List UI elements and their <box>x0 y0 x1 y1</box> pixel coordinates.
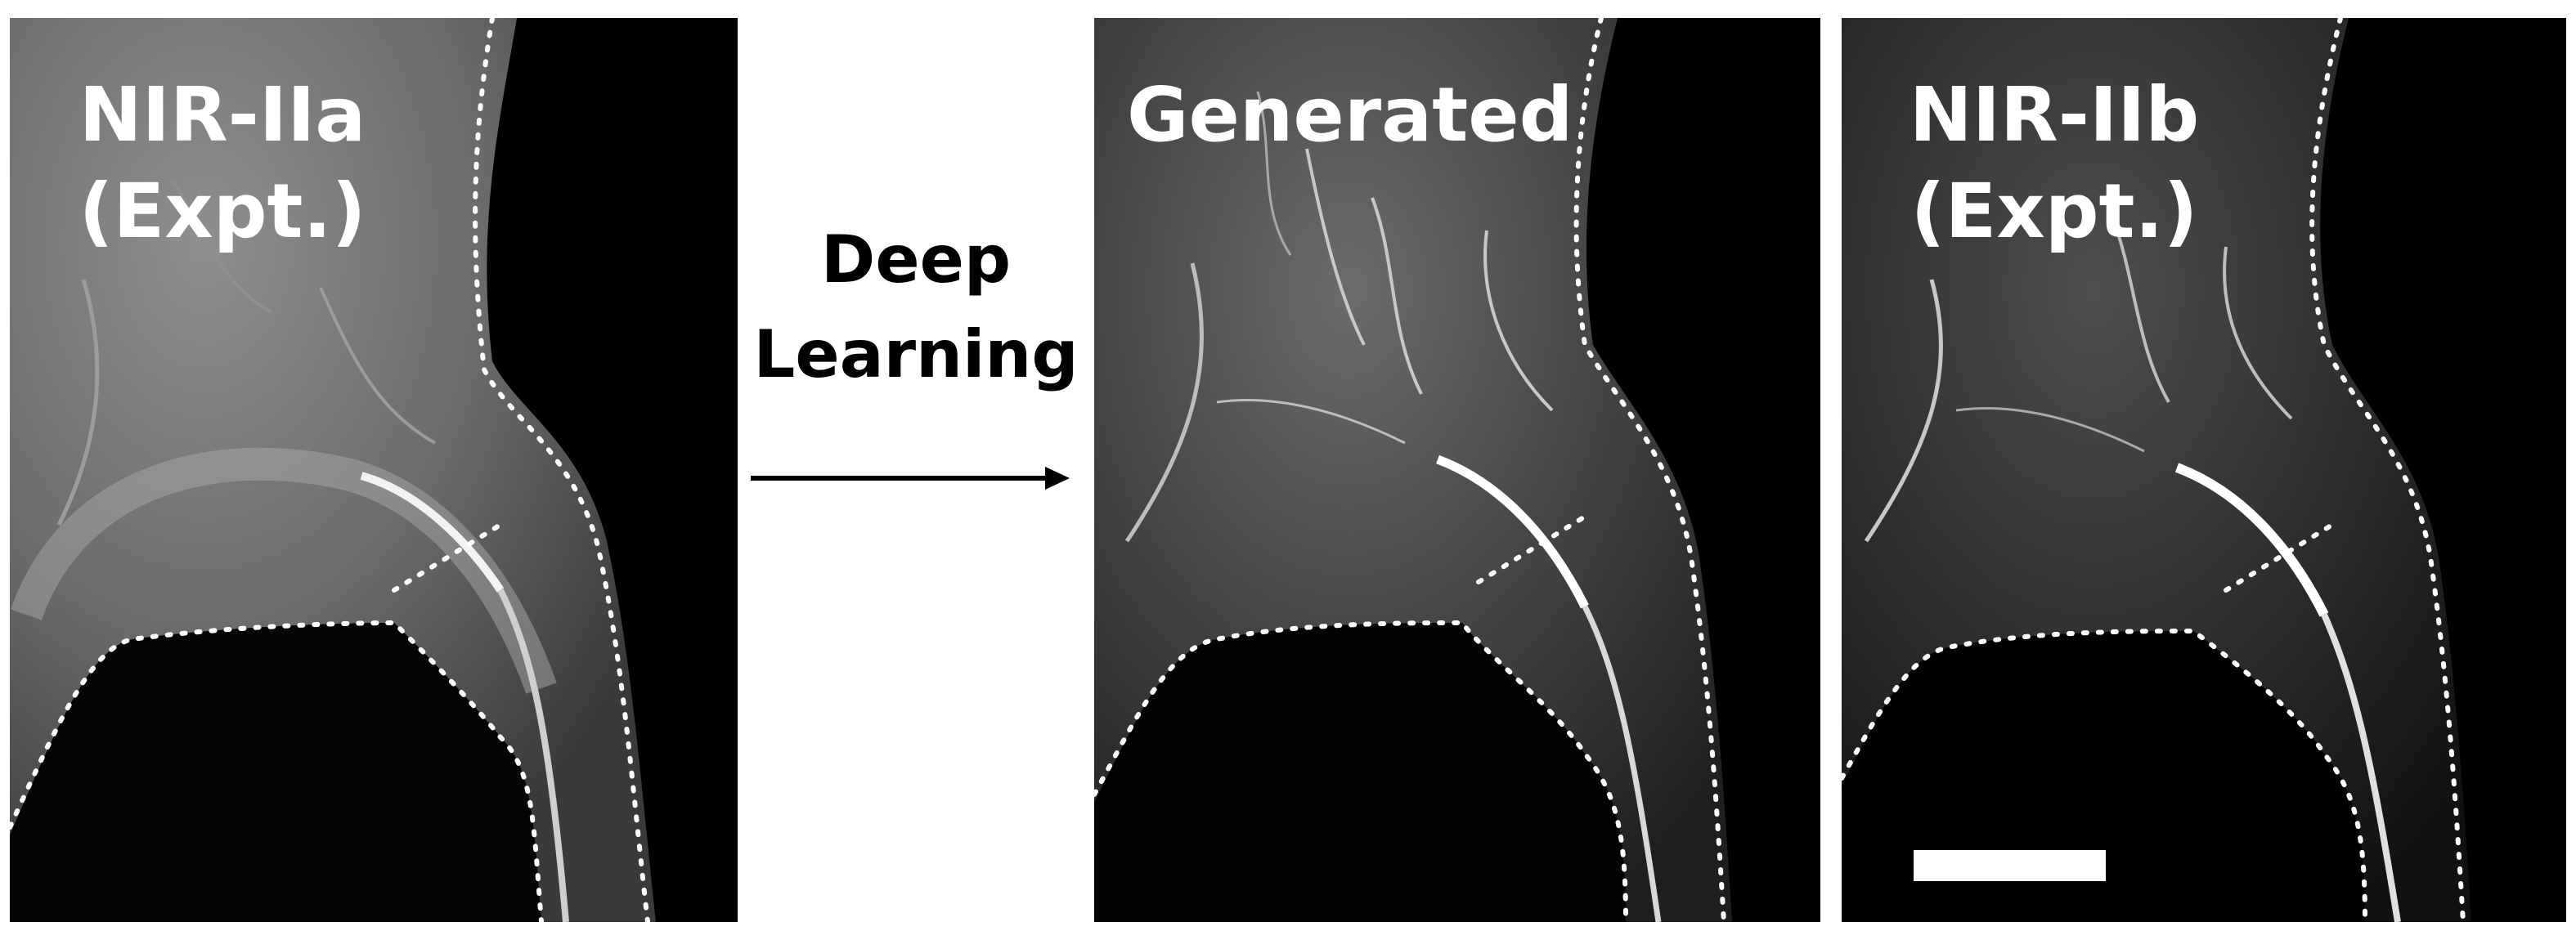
panel-nir-iib: NIR-IIb (Expt.) <box>1842 18 2566 922</box>
deep-learning-caption: Deep Learning <box>738 213 1094 402</box>
label-line-1: Generated <box>1127 71 1573 159</box>
nir-iia-image <box>10 18 656 922</box>
caption-line-1: Deep <box>820 222 1012 298</box>
caption-line-2: Learning <box>753 316 1079 392</box>
label-line-1: NIR-IIb <box>1909 71 2200 159</box>
nir-iib-image <box>1842 18 2471 922</box>
panel-label-nir-iia: NIR-IIa (Expt.) <box>43 67 402 260</box>
label-line-2: (Expt.) <box>1910 168 2198 255</box>
arrow-right-icon <box>751 467 1070 490</box>
panel-generated: Generated <box>1094 18 1820 922</box>
label-line-1: NIR-IIa <box>79 71 366 159</box>
panel-nir-iia: NIR-IIa (Expt.) <box>10 18 738 922</box>
panel-label-generated: Generated <box>1127 67 1573 163</box>
panel-label-nir-iib: NIR-IIb (Expt.) <box>1874 67 2234 260</box>
generated-image <box>1094 18 1732 922</box>
label-line-2: (Expt.) <box>79 168 366 255</box>
scale-bar <box>1914 850 2106 881</box>
